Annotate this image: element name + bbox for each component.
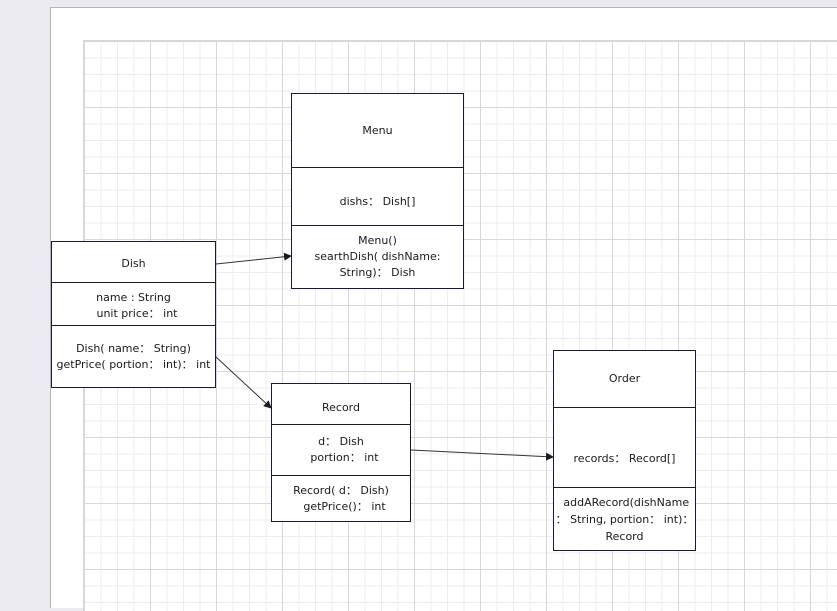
attribute: d： Dish — [318, 435, 364, 448]
class-dish-name-section: Dish — [52, 242, 215, 282]
attribute: records： Record[] — [573, 451, 676, 465]
method: getPrice()： int — [296, 499, 386, 513]
method: ： String, portion： int)： — [555, 512, 694, 526]
class-menu-attributes: dishs： Dish[] — [292, 167, 463, 225]
method: Record — [605, 529, 644, 543]
class-order-name-section: Order — [554, 351, 695, 407]
method: Menu() — [358, 234, 397, 247]
class-dish[interactable]: Dish name : String unit price： int Dish(… — [51, 241, 216, 388]
attribute: portion： int — [303, 451, 379, 464]
method: Record( d： Dish) — [293, 483, 389, 497]
class-record-methods: Record( d： Dish) getPrice()： int — [272, 475, 410, 521]
class-record-name: Record — [321, 401, 360, 414]
class-order-name: Order — [608, 372, 641, 385]
class-dish-name: Dish — [121, 257, 146, 270]
attribute: name : String — [96, 291, 171, 304]
class-menu-name-section: Menu — [292, 94, 463, 167]
class-order-methods: addARecord(dishName ： String, portion： i… — [554, 487, 695, 550]
attribute: unit price： int — [89, 307, 178, 320]
method: Dish( name： String) — [76, 342, 191, 355]
attribute: dishs： Dish[] — [339, 194, 416, 208]
class-record[interactable]: Record d： Dish portion： int Record( d： D… — [271, 383, 411, 522]
class-menu[interactable]: Menu dishs： Dish[] Menu() searthDish( di… — [291, 93, 464, 289]
class-menu-name: Menu — [362, 123, 393, 137]
class-record-attributes: d： Dish portion： int — [272, 424, 410, 475]
class-menu-methods: Menu() searthDish( dishName: String)： Di… — [292, 225, 463, 288]
class-order[interactable]: Order records： Record[] addARecord(dishN… — [553, 350, 696, 551]
class-dish-methods: Dish( name： String) getPrice( portion： i… — [52, 325, 215, 387]
method: String)： Dish — [339, 266, 416, 279]
method: addARecord(dishName — [559, 495, 690, 509]
method: getPrice( portion： int)： int — [56, 358, 211, 371]
class-record-name-section: Record — [272, 384, 410, 424]
class-dish-attributes: name : String unit price： int — [52, 282, 215, 325]
method: searthDish( dishName: — [314, 250, 441, 263]
class-order-attributes: records： Record[] — [554, 407, 695, 487]
